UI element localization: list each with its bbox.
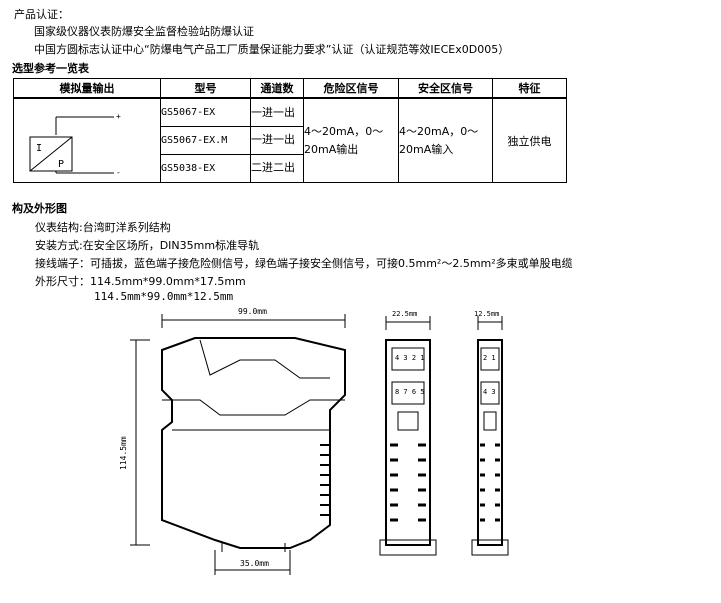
front2-width-label: 12.5mm xyxy=(474,310,499,318)
p-label: P xyxy=(58,159,64,170)
rail-dimension-label: 35.0mm xyxy=(240,559,269,568)
model-cell: GS5067-EX xyxy=(160,97,251,127)
col-model: 型号 xyxy=(160,78,251,99)
height-dimension-label: 114.5mm xyxy=(119,436,128,470)
selection-heading: 选型参考一览表 xyxy=(12,62,89,75)
feature-cell: 独立供电 xyxy=(492,97,567,183)
channels-cell: 一进一出 xyxy=(250,97,304,127)
front2-terminal-bottom: 4 3 xyxy=(483,388,496,396)
table-row: + I P - GS5067-EX 一进一出 4～20mA，0～20mA输出 4… xyxy=(13,97,570,183)
model-cell: GS5038-EX xyxy=(160,153,251,184)
hazard-signal-cell: 4～20mA，0～20mA输出 xyxy=(303,97,399,183)
front1-terminal-top: 4 3 2 1 xyxy=(395,354,425,362)
col-feature: 特征 xyxy=(492,78,567,99)
front1-terminal-bottom: 8 7 6 5 xyxy=(395,388,425,396)
safe-signal-cell: 4～20mA，0～20mA输入 xyxy=(398,97,493,183)
col-hazard-signal: 危险区信号 xyxy=(303,78,399,99)
dimension-drawing: 99.0mm 114.5mm 35.0mm 22.5mm 12.5mm 4 3 … xyxy=(119,307,509,575)
cert-line-2: 中国方圆标志认证中心“防爆电气产品工厂质量保证能力要求”认证（认证规范等效IEC… xyxy=(34,43,510,56)
structure-item: 114.5mm*99.0mm*12.5mm xyxy=(94,290,234,303)
table-row: GS5038-EX 二进二出 xyxy=(14,153,570,184)
channels-cell: 二进二出 xyxy=(250,153,304,184)
cert-line-1: 国家级仪器仪表防爆安全监督检验站防爆认证 xyxy=(34,25,254,38)
col-safe-signal: 安全区信号 xyxy=(398,78,493,99)
model-cell: GS5067-EX.M xyxy=(160,126,251,155)
table-header-row: 模拟量输出 型号 通道数 危险区信号 安全区信号 特征 xyxy=(13,78,569,99)
i-label: I xyxy=(36,143,42,154)
col-channels: 通道数 xyxy=(250,78,304,99)
plus-terminal-label: + xyxy=(116,112,121,121)
width-dimension-label: 99.0mm xyxy=(238,307,267,316)
io-diagram: + I P - xyxy=(29,112,121,177)
io-diagram-cell: + I P - xyxy=(13,97,161,183)
col-analog-output: 模拟量输出 xyxy=(13,78,161,99)
structure-item: 仪表结构:台湾町洋系列结构 xyxy=(35,221,171,234)
front2-terminal-top: 2 1 xyxy=(483,354,496,362)
channels-cell: 一进一出 xyxy=(250,126,304,155)
cert-heading: 产品认证： xyxy=(14,8,69,21)
selection-table: 模拟量输出 型号 通道数 危险区信号 安全区信号 特征 + I P - GS50… xyxy=(13,78,570,184)
minus-terminal-label: - xyxy=(116,168,121,177)
structure-item: 安装方式:在安全区场所，DIN35mm标准导轨 xyxy=(35,239,260,252)
front1-width-label: 22.5mm xyxy=(392,310,417,318)
structure-heading: 构及外形图 xyxy=(12,202,67,215)
structure-item: 接线端子：可插拔，蓝色端子接危险侧信号，绿色端子接安全侧信号，可接0.5mm²～… xyxy=(35,257,573,270)
structure-item: 外形尺寸：114.5mm*99.0mm*17.5mm xyxy=(35,275,246,288)
